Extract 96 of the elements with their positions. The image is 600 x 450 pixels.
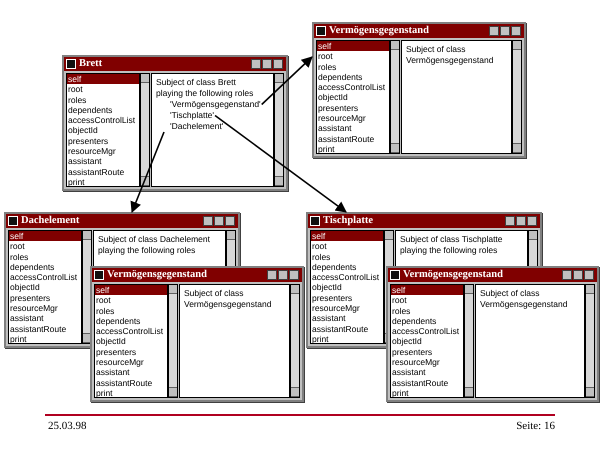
list-item: presenters: [311, 292, 354, 304]
list-item: print: [95, 388, 114, 398]
list-item: assistant: [311, 313, 347, 324]
list-item: presenters: [95, 346, 138, 358]
pane-text: Subject of class: [480, 288, 541, 299]
pane-text: Subject of class Brett: [156, 77, 237, 88]
role-item: 'Dachelement': [156, 121, 224, 132]
pane-text: Vermögensgegenstand: [406, 55, 494, 66]
list-item: objectId: [9, 282, 41, 293]
list-item: dependents: [67, 104, 114, 116]
list-item: assistantRoute: [391, 378, 450, 388]
window-title: Vermögensgegenstand: [107, 268, 207, 282]
list-item: presenters: [317, 102, 360, 114]
pane-text: Subject of class Tischplatte: [400, 234, 504, 245]
list-item: resourceMgr: [391, 357, 441, 368]
list-item: assistant: [95, 367, 131, 378]
selected-list-item: self: [317, 41, 389, 52]
pane-text: playing the following roles: [98, 245, 196, 256]
list-item: dependents: [311, 262, 358, 272]
pane-text: playing the following roles: [156, 88, 254, 99]
list-item: accessControlList: [95, 326, 164, 336]
list-item: root: [317, 51, 334, 62]
window-title: Brett: [79, 57, 102, 71]
list-item: print: [317, 144, 336, 154]
list-item: assistantRoute: [95, 378, 154, 388]
list-item: roles: [311, 252, 332, 262]
pane-text: Subject of class Dachelement: [98, 234, 211, 245]
list-item: assistant: [9, 313, 45, 324]
list-item: resourceMgr: [95, 357, 145, 368]
list-item: accessControlList: [67, 115, 136, 126]
inspector-dialog: [90, 266, 304, 402]
list-item: root: [67, 84, 84, 95]
list-item: objectId: [317, 92, 349, 103]
list-item: root: [95, 295, 112, 306]
list-item: assistant: [317, 123, 353, 134]
pane-text: Vermögensgegenstand: [480, 299, 568, 310]
list-item: root: [311, 241, 328, 252]
pane-text: Subject of class: [406, 44, 467, 55]
list-item: print: [67, 176, 86, 188]
selected-list-item: self: [95, 285, 167, 296]
list-item: print: [391, 388, 410, 398]
list-item: assistant: [67, 156, 103, 167]
list-item: dependents: [391, 316, 438, 326]
list-item: objectId: [311, 282, 343, 293]
list-item: objectId: [391, 336, 423, 347]
list-item: objectId: [67, 125, 99, 136]
inspector-window: [62, 55, 288, 191]
date-text: 25.03.98: [48, 420, 86, 432]
pane-text: playing the following roles: [400, 245, 498, 256]
list-item: presenters: [9, 292, 52, 304]
role-item: 'Vermögensgegenstand': [156, 99, 261, 110]
list-item: root: [9, 241, 26, 252]
page-number: Seite: 16: [516, 420, 555, 432]
list-item: dependents: [9, 262, 56, 272]
list-item: roles: [95, 306, 116, 316]
role-item: 'Tischplatte': [156, 110, 214, 121]
selected-list-item: self: [9, 231, 81, 242]
list-item: assistantRoute: [311, 324, 370, 334]
list-item: roles: [391, 306, 412, 316]
window-title: Vermögensgegenstand: [329, 24, 429, 38]
list-item: assistantRoute: [67, 166, 126, 177]
list-item: accessControlList: [317, 82, 386, 92]
pane-text: Subject of class: [184, 288, 245, 299]
list-item: resourceMgr: [67, 146, 117, 156]
selected-list-item: self: [67, 74, 139, 84]
list-item: assistant: [391, 367, 427, 378]
window-title: Tischplatte: [323, 214, 373, 228]
list-item: root: [391, 295, 408, 306]
pane-text: Vermögensgegenstand: [184, 299, 272, 310]
arrow: [261, 56, 313, 106]
list-item: dependents: [317, 72, 364, 82]
list-item: presenters: [67, 136, 110, 146]
list-item: accessControlList: [9, 272, 78, 282]
list-item: dependents: [95, 316, 142, 326]
list-item: roles: [317, 62, 338, 72]
selected-list-item: self: [311, 231, 383, 242]
list-item: print: [311, 334, 330, 344]
list-item: assistantRoute: [317, 134, 376, 144]
list-item: assistantRoute: [9, 324, 68, 334]
arrow: [214, 114, 347, 213]
list-item: resourceMgr: [317, 113, 367, 124]
list-item: presenters: [391, 346, 434, 358]
list-item: resourceMgr: [9, 303, 59, 314]
list-item: roles: [67, 94, 88, 105]
list-item: accessControlList: [391, 326, 460, 336]
inspector-window: [312, 22, 526, 158]
list-item: resourceMgr: [311, 303, 361, 314]
list-item: accessControlList: [311, 272, 380, 282]
list-item: print: [9, 334, 28, 344]
selected-list-item: self: [391, 285, 463, 296]
inspector-dialog: [386, 266, 599, 402]
list-item: roles: [9, 252, 30, 262]
list-item: objectId: [95, 336, 127, 347]
window-title: Vermögensgegenstand: [403, 268, 503, 282]
window-title: Dachelement: [21, 214, 80, 228]
arrow: [130, 132, 165, 214]
